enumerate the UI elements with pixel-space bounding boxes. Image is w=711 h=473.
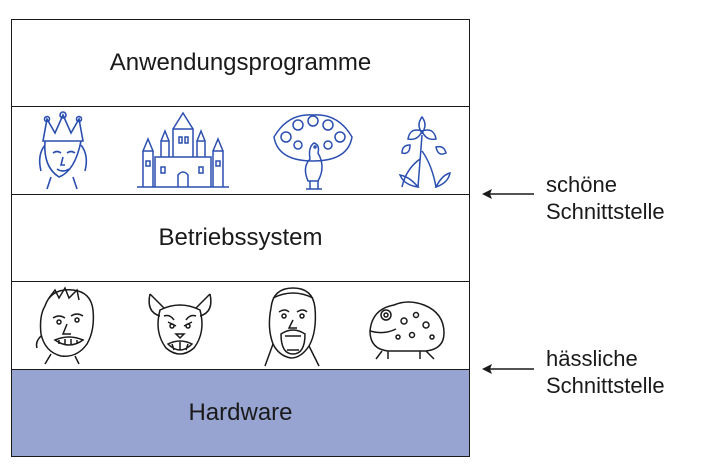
- nice-interface-annotation: schöne Schnittstelle: [546, 171, 665, 225]
- nice-interface-line1: schöne: [546, 172, 617, 197]
- screaming-man-icon: [264, 286, 320, 366]
- ugly-interface-annotation: hässliche Schnittstelle: [546, 345, 665, 399]
- nice-interface-layer: [11, 106, 470, 195]
- ugly-interface-line1: hässliche: [546, 346, 638, 371]
- applications-label: Anwendungsprogramme: [109, 49, 372, 76]
- toad-icon: [368, 300, 445, 360]
- hardware-layer: Hardware: [11, 369, 470, 457]
- ugly-interface-layer: [11, 281, 470, 370]
- os-layer: Betriebssystem: [11, 194, 470, 282]
- os-label: Betriebssystem: [158, 224, 323, 251]
- nice-interface-line2: Schnittstelle: [546, 199, 665, 224]
- queen-portrait-icon: [39, 110, 88, 189]
- ugly-interface-arrow: [482, 364, 534, 374]
- flower-icon: [398, 115, 451, 188]
- nice-interface-arrow: [482, 189, 534, 199]
- ugly-interface-line2: Schnittstelle: [546, 373, 665, 398]
- applications-layer: Anwendungsprogramme: [11, 19, 470, 107]
- peacock-icon: [272, 113, 353, 190]
- grimacing-man-icon: [36, 285, 95, 364]
- hardware-label: Hardware: [188, 399, 293, 426]
- castle-icon: [137, 111, 230, 188]
- snarling-dog-icon: [148, 292, 212, 355]
- layer-stack: Anwendungsprogramme: [11, 19, 472, 457]
